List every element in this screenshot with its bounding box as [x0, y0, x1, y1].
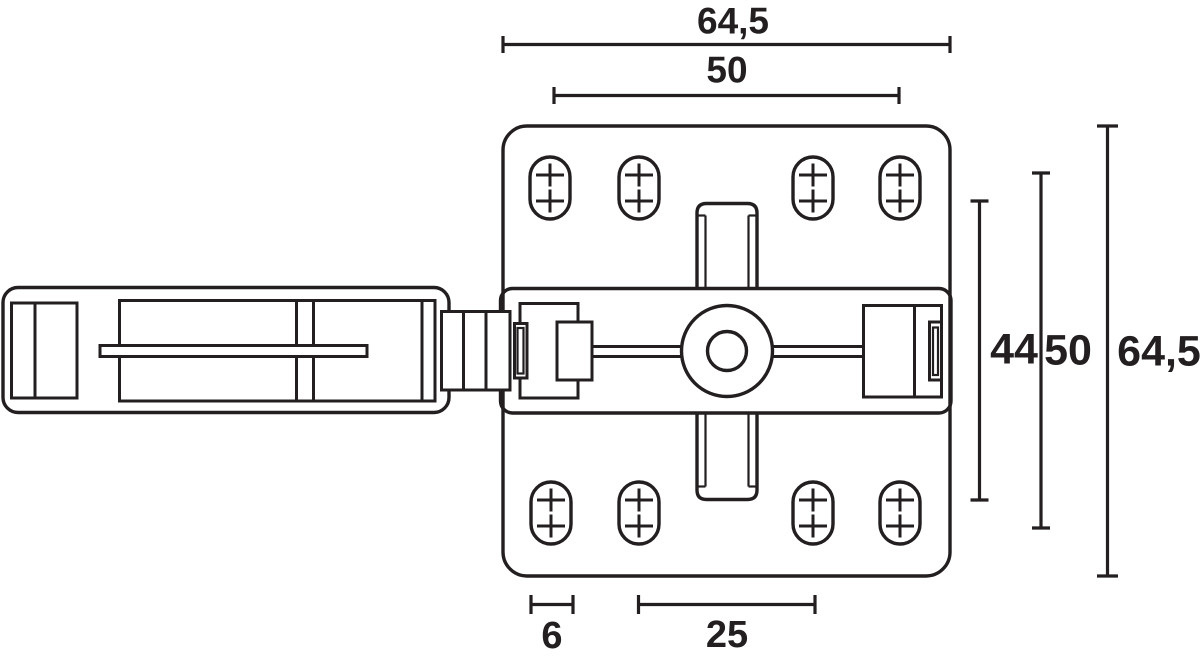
dim-line-top-holes — [552, 87, 901, 104]
screw-slot-icon — [617, 480, 661, 546]
dim-line-bottom-spacing — [636, 595, 817, 614]
bolt-mechanism — [513, 302, 943, 400]
arm-slider-bar — [98, 344, 369, 358]
dim-line-right-inner — [1032, 171, 1050, 530]
slot-outline — [617, 155, 661, 221]
arm-end-block — [10, 301, 79, 400]
spring-clip-right-channel — [931, 326, 940, 377]
tab-bottom-outline — [695, 412, 759, 502]
dim-label-top-holes: 50 — [706, 49, 748, 91]
slot-outline — [791, 480, 835, 546]
screw-slot-icon — [878, 480, 922, 546]
bolt-rod-left — [584, 345, 688, 358]
bolt-slider-left — [555, 320, 594, 382]
latch-arm — [1, 285, 451, 415]
slot-outline — [791, 155, 835, 221]
dim-label-right-outer: 64,5 — [1117, 327, 1200, 376]
slot-outline — [878, 155, 922, 221]
dim-line-right-outer — [1097, 124, 1118, 578]
screw-slot-icon — [878, 155, 922, 221]
spring-clip-left — [513, 322, 529, 380]
hinge-block — [440, 310, 512, 392]
slot-outline — [529, 480, 573, 546]
screw-slot-icon — [528, 155, 572, 221]
spring-clip-right — [928, 320, 943, 382]
dim-label-right-inner: 50 — [1044, 326, 1092, 375]
screw-slot-icon — [529, 480, 573, 546]
tab-top-outline — [695, 201, 759, 290]
dim-line-bottom-offset — [529, 595, 575, 614]
spring-clip-left-channel — [516, 326, 525, 375]
screw-slot-icon — [791, 155, 835, 221]
dim-label-right-tabs: 44 — [990, 325, 1038, 374]
bolt-rod-right — [766, 345, 870, 358]
locking-tab-top — [695, 201, 759, 290]
hinge-outline — [440, 310, 512, 392]
screw-slot-icon — [617, 155, 661, 221]
slot-outline — [617, 480, 661, 546]
dim-label-bottom-spacing: 25 — [705, 614, 749, 656]
screw-slots — [528, 155, 922, 546]
locking-tab-bottom — [695, 412, 759, 502]
screw-slot-icon — [791, 480, 835, 546]
dim-line-right-tabs — [970, 199, 989, 502]
dim-line-top-outer — [501, 36, 952, 53]
dimension-lines — [501, 36, 1118, 614]
dim-label-bottom-offset: 6 — [541, 615, 563, 657]
dim-label-top-outer: 64,5 — [696, 0, 770, 42]
pivot-ring-inner — [705, 329, 749, 373]
slot-outline — [878, 480, 922, 546]
slot-outline — [528, 155, 572, 221]
